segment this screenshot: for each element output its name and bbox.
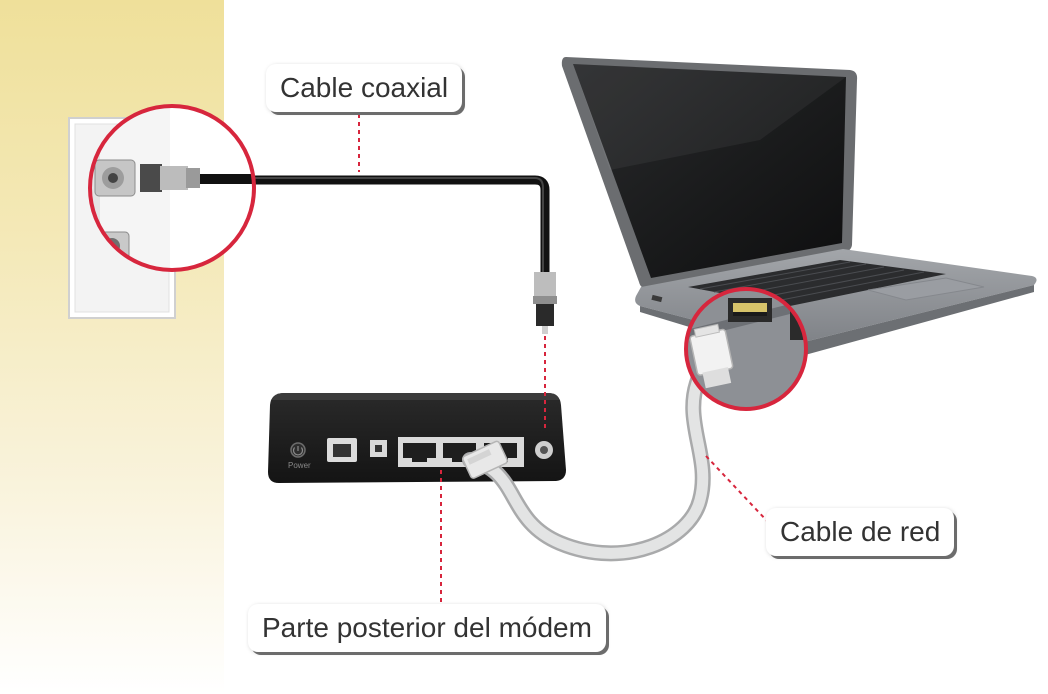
network-cable: [462, 367, 711, 562]
power-icon: Power: [288, 442, 311, 470]
label-cable-coaxial: Cable coaxial: [266, 64, 463, 112]
laptop-icon: [561, 57, 1037, 357]
callout-lines: [358, 106, 769, 602]
label-modem-back: Parte posterior del módem: [248, 604, 606, 652]
label-cable-de-red: Cable de red: [766, 508, 955, 556]
laptop-port-zoom: [684, 287, 808, 411]
modem-icon: Power: [268, 393, 566, 483]
coax-cable: [250, 175, 557, 334]
power-label: Power: [288, 461, 311, 470]
